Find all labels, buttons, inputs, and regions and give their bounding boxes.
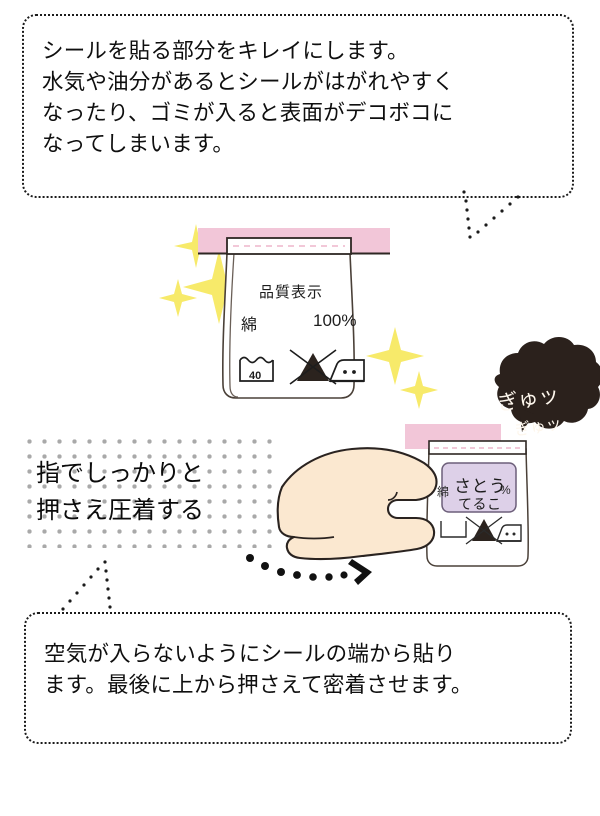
hand-illustration bbox=[276, 447, 438, 561]
hand-shape bbox=[276, 447, 438, 561]
name-sticker-line2: てるこ bbox=[458, 497, 502, 513]
emphasis-dot-panel bbox=[18, 430, 280, 548]
label-percent-text: 100% bbox=[313, 311, 357, 330]
bottom-callout-text: 空気が入らないようにシールの端から貼り ます。最後に上から押さえて密着させます。 bbox=[44, 642, 473, 698]
pink-tape-bar-2 bbox=[405, 424, 501, 449]
emphasis-panel-text: 指でしっかりと 押さえ圧着する bbox=[36, 459, 204, 524]
wash-temperature-text: 40 bbox=[249, 370, 262, 382]
label-top-strip bbox=[226, 237, 352, 255]
dotted-arrow bbox=[246, 554, 372, 585]
arrow-head bbox=[348, 559, 372, 585]
bleach-not-allowed-symbol-2 bbox=[465, 516, 503, 545]
bottom-callout-box bbox=[24, 612, 572, 744]
iron-symbol bbox=[328, 359, 365, 383]
label-fiber-text-2: 綿 bbox=[437, 485, 450, 499]
top-callout-tail bbox=[462, 190, 520, 239]
garment-label-clean bbox=[198, 228, 390, 399]
thumb-crease bbox=[293, 536, 335, 540]
label-fiber-text: 綿 bbox=[241, 315, 258, 334]
label-percent-text-2: % bbox=[500, 483, 511, 497]
sparkle-icon bbox=[366, 327, 424, 385]
pink-tape-bar bbox=[198, 228, 390, 253]
top-callout-box bbox=[22, 14, 574, 198]
name-sticker-line1: さとう bbox=[454, 477, 507, 497]
iron-symbol-2 bbox=[495, 524, 522, 542]
sparkle-group bbox=[159, 224, 438, 409]
label-title-text: 品質表示 bbox=[259, 283, 324, 301]
wash-symbol-2 bbox=[440, 521, 467, 538]
label-fold-crease bbox=[229, 252, 239, 398]
sparkle-icon bbox=[174, 224, 218, 268]
label-top-strip-2 bbox=[428, 440, 527, 455]
sparkle-icon bbox=[159, 279, 197, 317]
sparkle-icon bbox=[400, 371, 438, 409]
top-callout-text: シールを貼る部分をキレイにします。 水気や油分があるとシールがはがれやすく なっ… bbox=[42, 39, 455, 157]
bleach-not-allowed-symbol bbox=[289, 349, 337, 385]
finger-crease bbox=[387, 491, 398, 501]
bottom-callout-tail bbox=[61, 560, 112, 611]
